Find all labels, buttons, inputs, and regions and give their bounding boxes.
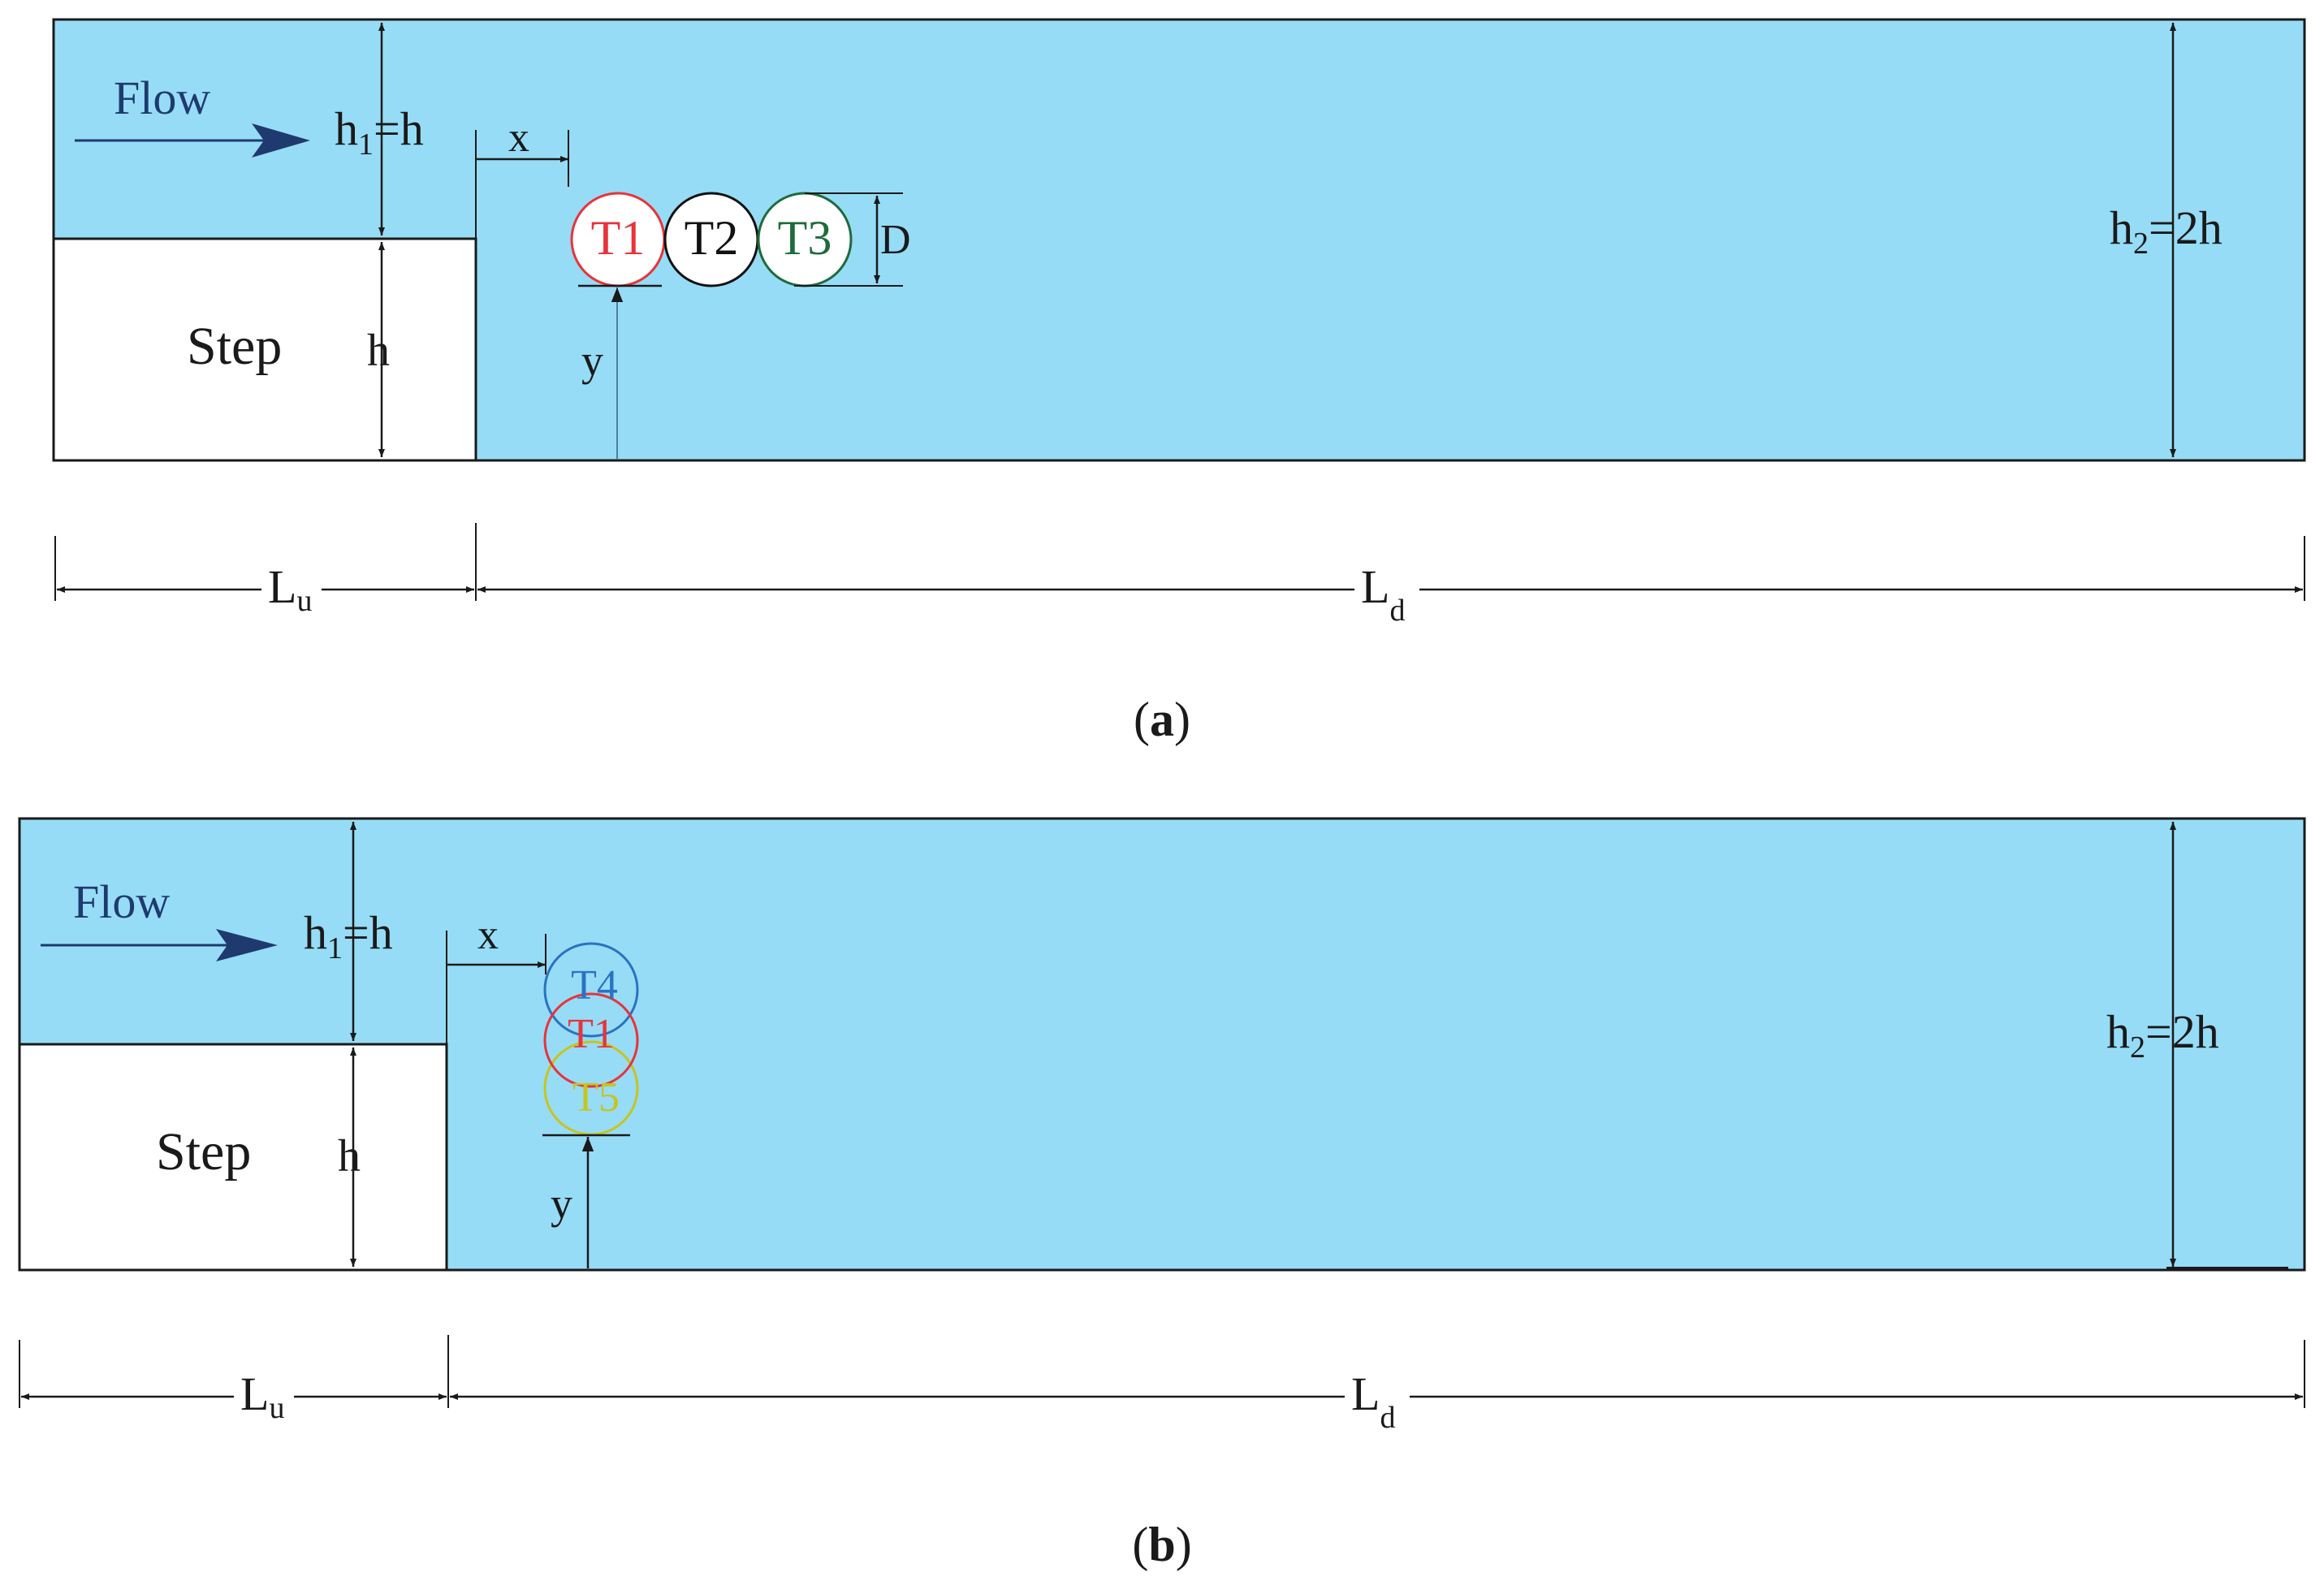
cylinder-t2-label: T2 (685, 211, 739, 265)
lu-label-bg (234, 1367, 294, 1418)
cylinder-t3-label: T3 (778, 211, 832, 265)
step-label: Step (187, 317, 282, 376)
lu-label: Lu (268, 560, 312, 618)
h2-label: h2=2h (2106, 1005, 2219, 1065)
flow-label: Flow (114, 71, 210, 124)
panel-a: Flow h1=h Step h x T1 T2 T3 D (52, 18, 2306, 746)
ld-label: Ld (1361, 560, 1405, 628)
cylinder-t1-label: T1 (568, 1011, 615, 1057)
ld-label-bg (1354, 560, 1419, 617)
step-height-label: h (367, 326, 390, 376)
y-label: y (551, 1179, 572, 1228)
ld-label: Ld (1351, 1367, 1395, 1435)
step-height-label: h (338, 1131, 361, 1181)
flow-label: Flow (73, 875, 170, 928)
cylinder-t5-label: T5 (572, 1074, 620, 1121)
x-label: x (477, 912, 499, 958)
x-label: x (508, 114, 529, 161)
flow-arrow-head (252, 123, 310, 158)
ld-label-bg (1345, 1367, 1410, 1424)
h2-label: h2=2h (2110, 201, 2222, 261)
cylinder-t1 (543, 992, 639, 1088)
cylinder-t2: T2 (663, 192, 759, 287)
caption-b: (b) (1132, 1518, 1191, 1571)
cylinder-t4-label: T4 (571, 962, 618, 1009)
lu-label-bg (261, 560, 322, 611)
flow-arrow-head (216, 929, 278, 961)
d-label: D (880, 217, 911, 263)
step-label: Step (156, 1122, 251, 1181)
step-block (52, 237, 477, 462)
cylinder-t4-circle (543, 942, 639, 1038)
lu-label: Lu (240, 1367, 284, 1425)
cylinder-t1-label: T1 (591, 211, 646, 265)
y-label: y (581, 336, 603, 385)
step-block (18, 1043, 448, 1272)
h1-label: h1=h (335, 102, 424, 162)
cylinder-t3: T3 (757, 192, 853, 287)
cylinder-t1-circle (543, 992, 639, 1088)
cylinder-t1: T1 (570, 192, 666, 287)
caption-a: (a) (1134, 693, 1190, 746)
cylinder-t4 (543, 942, 639, 1038)
panel-b: Flow h1=h Step h x T4 T1 T5 y h2=2h (18, 817, 2306, 1571)
h1-label: h1=h (304, 906, 393, 965)
